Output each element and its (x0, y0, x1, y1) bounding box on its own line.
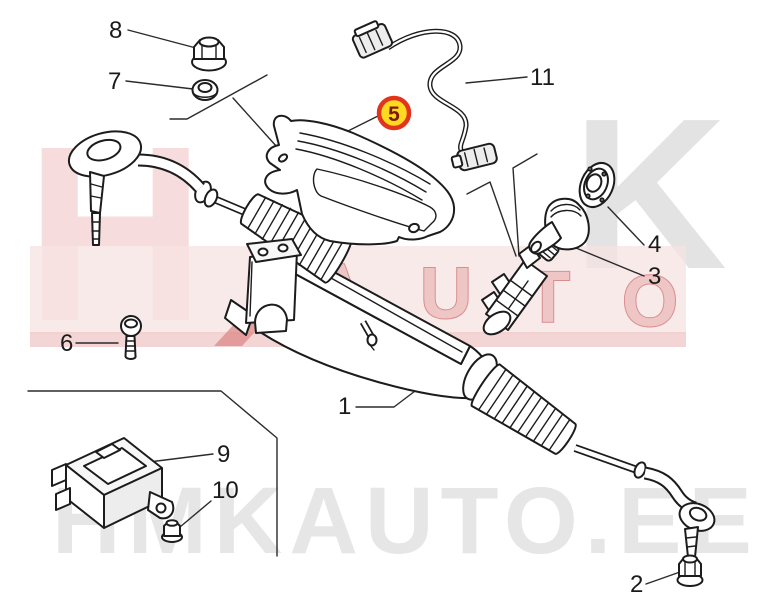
callout-labels: 1 2 3 4 6 7 8 9 10 11 (60, 17, 661, 598)
control-module-9 (51, 437, 175, 529)
right-inner-rod-core (574, 445, 641, 474)
callout-label-4[interactable]: 4 (648, 231, 661, 258)
callout-label-9[interactable]: 9 (217, 441, 230, 468)
right-rod-collar (633, 461, 647, 479)
leader-7 (125, 80, 194, 90)
pointer-line-shield-a (169, 74, 268, 120)
leader-11 (465, 76, 528, 84)
leader-10 (179, 500, 212, 528)
pointer-line-pinion-a (466, 181, 517, 257)
leader-lines (27, 29, 681, 585)
highlight-badge-circle[interactable] (376, 95, 412, 131)
watermark-logo-letter-u: U (420, 254, 472, 334)
highlighted-callout-5[interactable]: 5 (376, 95, 412, 131)
leader-1 (355, 387, 420, 408)
washer-7 (191, 79, 219, 101)
leader-8 (127, 29, 197, 49)
leader-4 (607, 206, 645, 246)
left-ball-stud (89, 171, 105, 246)
callout-label-1[interactable]: 1 (338, 393, 351, 420)
steering-rack-assembly (67, 130, 716, 570)
pinion-valve-assembly (481, 232, 560, 336)
callout-label-11[interactable]: 11 (530, 64, 555, 91)
tie-rod-nut-2 (676, 554, 704, 587)
left-tie-rod-arm-core (137, 155, 204, 192)
leader-3 (575, 247, 645, 277)
left-tie-rod-end (67, 130, 143, 178)
heat-shield (264, 114, 456, 246)
right-bellows (470, 363, 577, 455)
callout-label-8[interactable]: 8 (109, 17, 122, 44)
watermark-logo-letter-o: O (622, 262, 678, 342)
clamp-bolt-6 (120, 315, 142, 360)
module-nut-10 (161, 519, 183, 543)
callout-label-3[interactable]: 3 (648, 263, 661, 290)
hex-nut-8 (191, 36, 227, 72)
callout-label-10[interactable]: 10 (212, 477, 239, 504)
group-bracket-line (27, 390, 278, 557)
callout-label-6[interactable]: 6 (60, 330, 73, 357)
callout-label-7[interactable]: 7 (108, 68, 121, 95)
shield-tab-hole (408, 222, 420, 234)
leader-2 (645, 571, 681, 585)
pointer-line-pinion-b (512, 153, 538, 257)
sensor-wiring-harness (351, 20, 498, 172)
bleeder-fitting (359, 320, 378, 351)
harness-connector-bottom (450, 142, 498, 172)
harness-connector-top (351, 20, 394, 59)
highlight-badge-number[interactable]: 5 (388, 103, 400, 126)
mount-bracket (224, 238, 302, 336)
pinion-dust-boot-3 (528, 197, 590, 255)
pinion-seal-plate-4 (578, 162, 616, 208)
leader-9 (148, 453, 214, 463)
shield-arm-hole (277, 153, 289, 163)
callout-label-2[interactable]: 2 (630, 571, 643, 598)
